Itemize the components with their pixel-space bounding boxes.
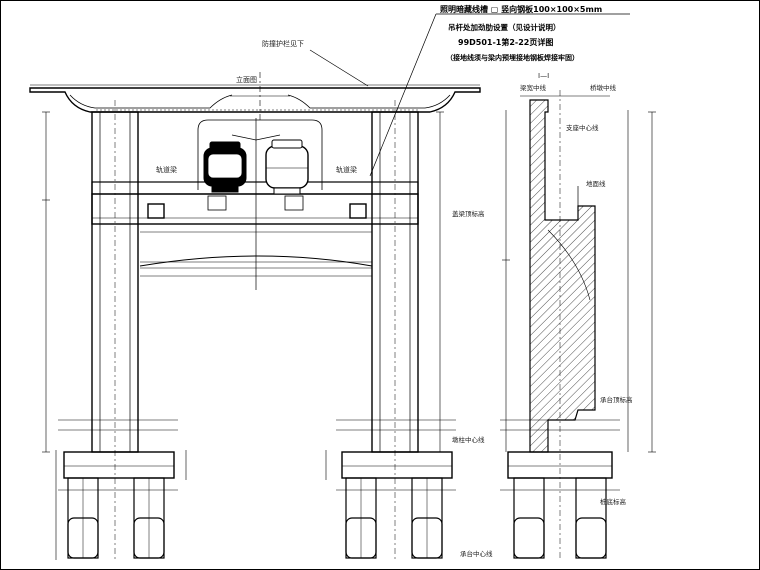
deck-girder <box>29 72 481 120</box>
right-bottom-1: 承台顶标高 <box>600 395 633 404</box>
vehicle-right <box>265 139 309 195</box>
note-line-3: 99D501-1第2-22页详图 <box>458 37 553 47</box>
left-pier <box>91 100 139 560</box>
pier-label-2: 承台中心线 <box>460 549 493 558</box>
leader-lines <box>309 13 630 177</box>
note-line-4: （接地线须与梁内预埋接地钢板焊接牢固） <box>446 53 579 62</box>
left-dimensions <box>42 109 456 560</box>
left-rail-label: 轨道梁 <box>156 165 177 174</box>
top-callout: 防撞护栏见下 <box>262 39 304 48</box>
right-top-2: 桥墩中线 <box>590 83 617 92</box>
section-label-right: Ⅰ—Ⅰ <box>538 72 549 80</box>
right-mid-label: 支座中心线 <box>566 123 599 132</box>
section-label-left: 立面图 <box>236 75 257 84</box>
vehicle-left <box>203 141 247 193</box>
side-section <box>500 90 656 560</box>
right-pier <box>371 100 419 560</box>
train-envelope <box>197 118 323 290</box>
pier-label-1: 墩柱中心线 <box>452 435 485 444</box>
side-label-top: 盖梁顶标高 <box>452 209 485 218</box>
right-pile-cap <box>341 451 453 559</box>
note-line-1: 照明暗藏线槽 ▢ 竖向钢板100×100×5mm <box>440 4 602 14</box>
right-top-1: 梁宽中线 <box>520 83 547 92</box>
right-rail-label: 轨道梁 <box>336 165 357 174</box>
side-label-mid: 地面线 <box>586 179 606 188</box>
left-pile-cap <box>63 451 175 559</box>
note-line-2: 吊杆处加劲肋设置（见设计说明） <box>448 22 561 32</box>
right-bottom-2: 桩底标高 <box>600 497 627 506</box>
cap-beam <box>91 181 419 225</box>
